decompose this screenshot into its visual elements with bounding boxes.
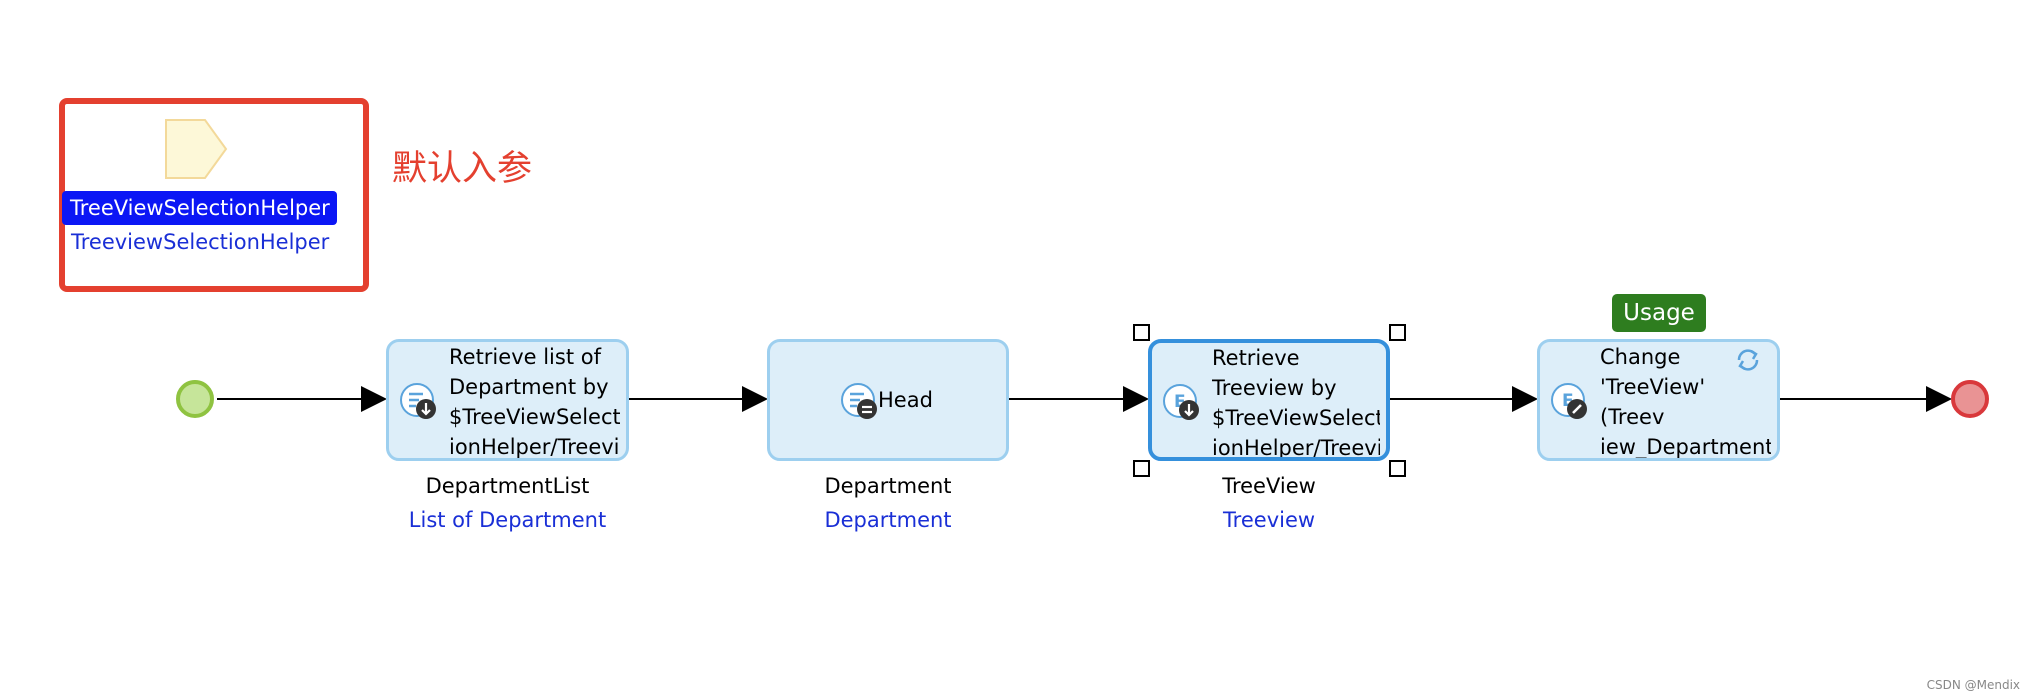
flow-line-retrieve-treeview-to-change[interactable] bbox=[1390, 398, 1520, 400]
activity-retrieve-department-list[interactable]: Retrieve list of Department by $TreeView… bbox=[386, 339, 629, 461]
arrow-head bbox=[1512, 386, 1538, 412]
selection-handle-top-left[interactable] bbox=[1133, 324, 1150, 341]
parameter-type: TreeviewSelectionHelper bbox=[71, 230, 330, 254]
arrow-head bbox=[1926, 386, 1952, 412]
activity-output-type: List of Department bbox=[408, 508, 607, 532]
activity-output-variable: TreeView bbox=[1222, 474, 1316, 498]
activity-output-variable: DepartmentList bbox=[425, 474, 590, 498]
activity-change-treeview[interactable]: E Change 'TreeView' (Treev iew_Departmen… bbox=[1537, 339, 1780, 461]
activity-text: Retrieve Treeview by $TreeViewSelect ion… bbox=[1212, 346, 1380, 457]
activity-output-type: Treeview bbox=[1222, 508, 1316, 532]
change-object-icon: E bbox=[1551, 383, 1587, 419]
activity-output-variable: Department bbox=[824, 474, 952, 498]
flow-line-change-to-end[interactable] bbox=[1780, 398, 1950, 400]
activity-retrieve-treeview[interactable]: E Retrieve Treeview by $TreeViewSelect i… bbox=[1148, 339, 1390, 461]
selection-handle-top-right[interactable] bbox=[1389, 324, 1406, 341]
activity-text: Head bbox=[878, 388, 933, 412]
flow-line-head-to-retrieve-treeview[interactable] bbox=[1009, 398, 1133, 400]
svg-text:E: E bbox=[1562, 391, 1574, 411]
arrow-head bbox=[1123, 386, 1149, 412]
refresh-icon bbox=[1737, 349, 1759, 371]
usage-badge[interactable]: Usage bbox=[1612, 294, 1706, 332]
list-operation-icon bbox=[841, 383, 877, 419]
watermark: CSDN @Mendix bbox=[1926, 678, 2020, 692]
activity-text: Retrieve list of Department by $TreeView… bbox=[449, 345, 620, 458]
flow-line-start-to-retrieve-list[interactable] bbox=[217, 398, 367, 400]
end-event[interactable] bbox=[1951, 380, 1989, 418]
flow-line-retrieve-list-to-head[interactable] bbox=[629, 398, 751, 400]
activity-text: Change 'TreeView' (Treev iew_Department … bbox=[1600, 345, 1771, 458]
arrow-head bbox=[361, 386, 387, 412]
start-event[interactable] bbox=[176, 380, 214, 418]
selection-handle-bottom-right[interactable] bbox=[1389, 460, 1406, 477]
activity-head[interactable]: Head bbox=[767, 339, 1009, 461]
parameter-name[interactable]: TreeViewSelectionHelper bbox=[62, 191, 337, 225]
annotation-label: 默认入参 bbox=[392, 149, 533, 189]
activity-output-type: Department bbox=[824, 508, 952, 532]
svg-text:E: E bbox=[1174, 392, 1186, 412]
parameter-icon[interactable] bbox=[163, 117, 229, 181]
retrieve-database-icon bbox=[400, 383, 436, 419]
arrow-head bbox=[742, 386, 768, 412]
retrieve-association-icon: E bbox=[1163, 384, 1199, 420]
selection-handle-bottom-left[interactable] bbox=[1133, 460, 1150, 477]
